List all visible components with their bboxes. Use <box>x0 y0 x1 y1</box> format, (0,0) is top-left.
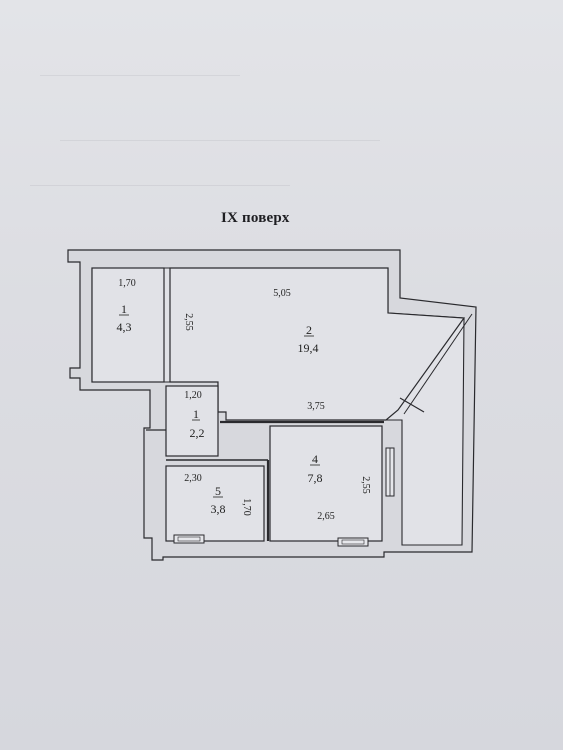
dim-room2-bottom: 3,75 <box>307 401 325 412</box>
door-tick <box>399 397 425 413</box>
dim-room5-width: 2,30 <box>184 473 202 484</box>
dim-room1-width: 1,20 <box>184 390 202 401</box>
room-3-number: 1 <box>121 302 127 316</box>
faint-print-line <box>60 140 380 141</box>
radiator <box>341 539 365 545</box>
radiator <box>177 536 201 542</box>
floor-title: IX поверх <box>221 210 290 226</box>
room-1-area: 2,2 <box>190 426 205 440</box>
dim-room2-width: 5,05 <box>273 288 291 299</box>
room-4-number: 4 <box>312 452 318 466</box>
radiator <box>173 534 205 544</box>
dim-room2-height: 2,55 <box>183 313 194 331</box>
room-3-area: 4,3 <box>117 320 132 334</box>
dim-room3-width: 1,70 <box>118 278 136 289</box>
room-2-number: 2 <box>306 323 312 337</box>
room-5-number: 5 <box>215 484 221 498</box>
dim-room5-height: 1,70 <box>241 498 252 516</box>
faint-print-line <box>40 75 240 76</box>
room-5-area: 3,8 <box>211 502 226 516</box>
dim-room4-width: 2,65 <box>317 511 335 522</box>
faint-print-line <box>30 185 290 186</box>
room-3 <box>91 267 165 383</box>
room-1-number: 1 <box>193 407 199 421</box>
room-2-area: 19,4 <box>298 341 319 355</box>
room-2 <box>169 267 466 421</box>
room-4-area: 7,8 <box>308 471 323 485</box>
dim-room4-height: 2,55 <box>360 476 371 494</box>
room-1 <box>165 385 219 457</box>
room-5 <box>165 465 265 542</box>
room-4 <box>269 425 383 542</box>
radiator <box>337 537 369 547</box>
loggia-glazing <box>403 313 473 415</box>
